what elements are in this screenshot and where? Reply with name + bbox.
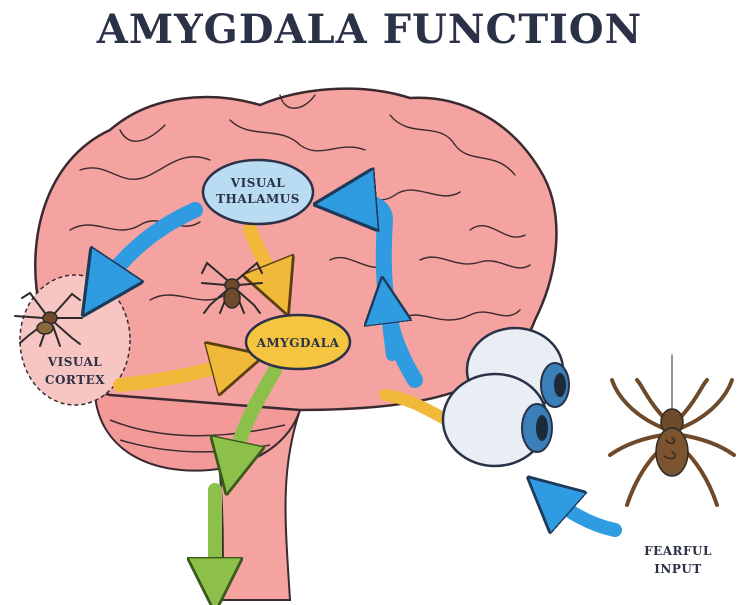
blue-arrow-up (385, 300, 392, 355)
thalamus-label-line1: VISUAL (230, 176, 285, 190)
cortex-label-line2: CORTEX (45, 373, 105, 387)
thalamus-label-line2: THALAMUS (216, 192, 300, 206)
cortex-label-line1: VISUAL (47, 355, 102, 369)
fearful-input-label-line1: FEARFUL (644, 544, 712, 558)
blue-arrow-input-to-eye (548, 495, 615, 530)
amygdala-label: AMYGDALA (256, 336, 340, 350)
fearful-input-label-line2: INPUT (654, 562, 702, 576)
